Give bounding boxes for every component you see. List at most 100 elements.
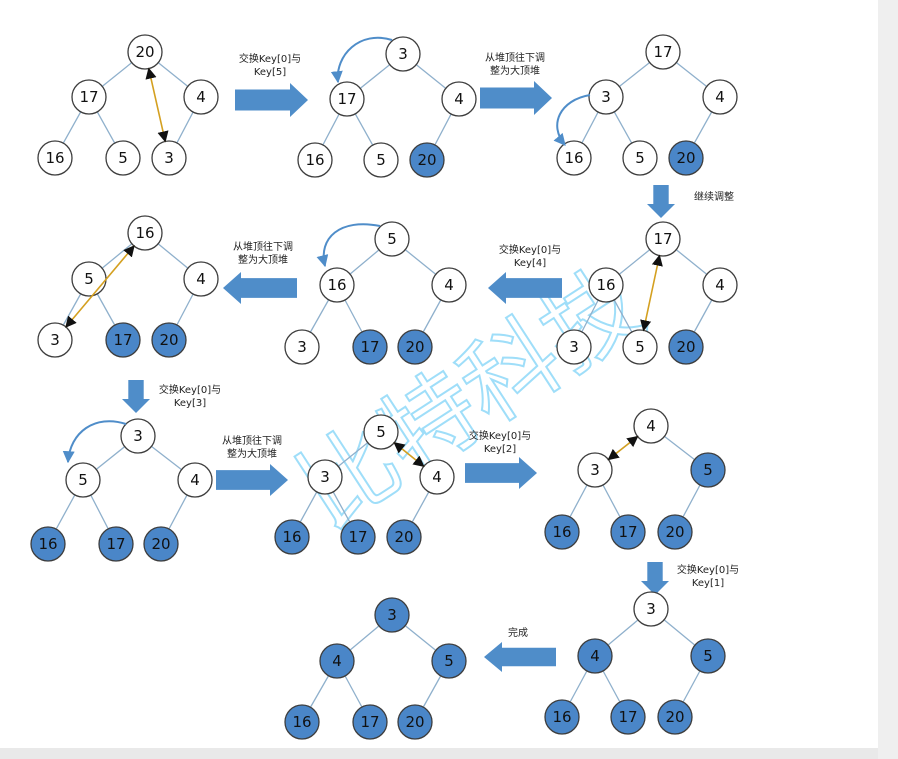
heap-node: 16 [544, 699, 580, 735]
node-value: 3 [320, 468, 330, 486]
node-value: 17 [618, 708, 637, 726]
curve-arrow-icon [553, 94, 591, 146]
heap-node: 16 [37, 140, 73, 176]
step-label: 完成 [508, 626, 528, 639]
heap-node: 17 [610, 514, 646, 550]
sorted-node-circle [668, 329, 704, 365]
heap-node: 4 [183, 79, 219, 115]
node-circle [633, 591, 669, 627]
sorted-node-circle [668, 140, 704, 176]
node-circle [284, 329, 320, 365]
node-value: 16 [305, 151, 324, 169]
step-label: 从堆顶往下调整为大顶堆 [233, 240, 293, 266]
sorted-node-circle [657, 699, 693, 735]
heap-node: 20 [668, 329, 704, 365]
heap-node: 4 [441, 81, 477, 117]
heap-node: 5 [690, 638, 726, 674]
node-value: 4 [196, 270, 206, 288]
sorted-node-circle [143, 526, 179, 562]
heap-node: 3 [588, 79, 624, 115]
heap-node: 17 [645, 34, 681, 70]
step-label-line: 从堆顶往下调 [233, 240, 293, 253]
heap-node: 4 [702, 267, 738, 303]
step-arrows [122, 81, 675, 672]
heap-node: 20 [386, 519, 422, 555]
node-circle [297, 142, 333, 178]
horizontal-scrollbar[interactable] [0, 748, 878, 759]
node-value: 5 [444, 652, 454, 670]
sorted-node-circle [431, 643, 467, 679]
node-value: 17 [618, 523, 637, 541]
step-label-line: 交换Key[0]与 [499, 243, 561, 256]
heap-node: 16 [556, 140, 592, 176]
heap-node: 4 [419, 459, 455, 495]
node-value: 20 [676, 149, 695, 167]
node-circle [577, 452, 613, 488]
sorted-node-circle [544, 699, 580, 735]
sorted-node-circle [397, 704, 433, 740]
node-value: 5 [78, 471, 88, 489]
node-value: 20 [151, 535, 170, 553]
sorted-node-circle [30, 526, 66, 562]
heap-node: 5 [363, 142, 399, 178]
sorted-node-circle [352, 704, 388, 740]
heap-node: 16 [319, 267, 355, 303]
node-value: 20 [394, 528, 413, 546]
node-value: 5 [635, 149, 645, 167]
heap-node: 16 [297, 142, 333, 178]
heap-node: 4 [431, 267, 467, 303]
heap-node: 17 [352, 329, 388, 365]
heap-node: 5 [65, 462, 101, 498]
heap-node: 20 [143, 526, 179, 562]
node-value: 3 [646, 600, 656, 618]
sorted-node-circle [657, 514, 693, 550]
node-value: 20 [135, 43, 154, 61]
sorted-node-circle [690, 638, 726, 674]
sorted-node-circle [151, 322, 187, 358]
node-value: 17 [79, 88, 98, 106]
arrow-down-icon [647, 185, 675, 218]
node-value: 16 [135, 224, 154, 242]
node-value: 5 [387, 230, 397, 248]
heap-node: 17 [71, 79, 107, 115]
node-value: 17 [106, 535, 125, 553]
heap-node: 20 [127, 34, 163, 70]
curve-arrow-icon [62, 420, 127, 464]
arrow-left-icon [223, 272, 297, 304]
node-value: 16 [564, 149, 583, 167]
node-circle [645, 34, 681, 70]
node-value: 20 [665, 523, 684, 541]
node-circle [120, 418, 156, 454]
heap-node: 3 [307, 459, 343, 495]
node-value: 4 [646, 417, 656, 435]
node-value: 20 [405, 713, 424, 731]
heap-node: 16 [588, 267, 624, 303]
heap-node: 5 [622, 140, 658, 176]
node-value: 20 [417, 151, 436, 169]
heap-node: 17 [98, 526, 134, 562]
node-value: 4 [332, 652, 342, 670]
step-label-line: 继续调整 [694, 190, 734, 203]
node-value: 3 [569, 338, 579, 356]
step-label-line: 完成 [508, 626, 528, 639]
heap-node: 5 [690, 452, 726, 488]
node-value: 16 [45, 149, 64, 167]
arrow-down-icon [122, 380, 150, 413]
vertical-scrollbar[interactable] [878, 0, 898, 759]
heap-node: 17 [645, 221, 681, 257]
heap-node: 17 [105, 322, 141, 358]
heap-node: 5 [622, 329, 658, 365]
arrow-left-icon [488, 272, 562, 304]
heap-node: 16 [30, 526, 66, 562]
node-value: 4 [715, 276, 725, 294]
node-value: 16 [552, 708, 571, 726]
node-circle [622, 329, 658, 365]
heap-tree-4: 17 16 4 3 5 20 [556, 221, 738, 365]
swap-arrow [65, 245, 135, 328]
swap-arrow [607, 435, 639, 461]
